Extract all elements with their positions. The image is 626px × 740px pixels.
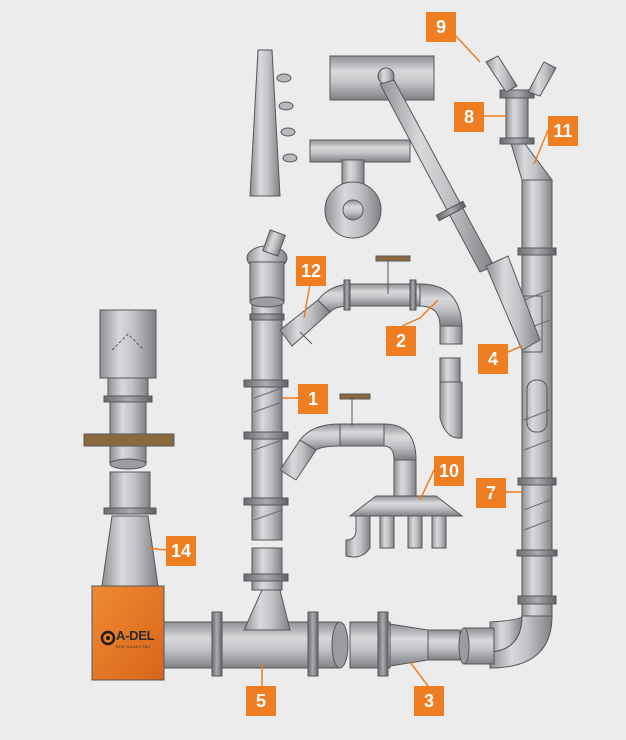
callout-2[interactable]: 2 — [386, 326, 416, 356]
branch-lower — [279, 393, 464, 558]
center-riser — [243, 229, 291, 631]
top-group — [249, 49, 541, 351]
callout-4[interactable]: 4 — [478, 344, 508, 374]
left-column — [83, 309, 175, 681]
callout-9[interactable]: 9 — [426, 12, 456, 42]
callout-10[interactable]: 10 — [434, 456, 464, 486]
bottom-main — [159, 611, 495, 677]
callout-12[interactable]: 12 — [296, 256, 326, 286]
brand-name: A-DEL — [116, 628, 155, 643]
callout-14[interactable]: 14 — [166, 536, 196, 566]
brand-logo-icon — [100, 630, 116, 646]
callout-5[interactable]: 5 — [246, 686, 276, 716]
callout-11[interactable]: 11 — [548, 116, 578, 146]
callout-8[interactable]: 8 — [454, 102, 484, 132]
branch-upper — [279, 255, 463, 439]
callout-3[interactable]: 3 — [414, 686, 444, 716]
right-riser — [485, 55, 558, 669]
callout-7[interactable]: 7 — [476, 478, 506, 508]
callout-1[interactable]: 1 — [298, 384, 328, 414]
brand-tagline: ВНЕ КАЧЕСТВА — [116, 644, 151, 649]
